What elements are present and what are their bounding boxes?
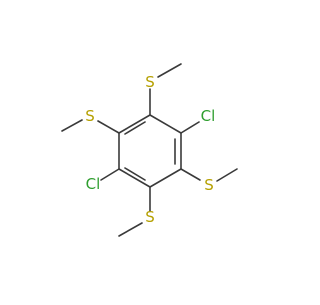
- bonds: [61, 63, 238, 237]
- sulfur-right-label: S: [204, 176, 214, 194]
- ring-bond-4: [118, 168, 151, 188]
- bond-s-methyl-top: [157, 63, 182, 78]
- double-bond-inner-2: [124, 167, 146, 181]
- sulfur-bottom-label: S: [145, 208, 155, 226]
- bond-s-methyl-right: [216, 168, 238, 182]
- sulfur-left-label: S: [85, 107, 95, 125]
- bond-right-cl: [180, 121, 200, 134]
- sulfur-top-label: S: [145, 73, 155, 91]
- bond-s-methyl-left: [61, 119, 83, 132]
- bond-s-methyl-bottom: [118, 222, 143, 237]
- ring-bond-1: [149, 114, 182, 134]
- ring-bond-6: [118, 114, 151, 134]
- double-bond-inner-3: [124, 121, 146, 135]
- ring-bond-3: [149, 168, 182, 188]
- bond-left-s: [97, 120, 120, 134]
- chlorine-right-label: Cl: [201, 107, 216, 125]
- chlorine-left-label: Cl: [86, 175, 101, 193]
- structure-canvas: S S S S Cl Cl: [61, 63, 238, 237]
- molecule-diagram: S S S S Cl Cl: [61, 63, 238, 237]
- bond-right-s: [180, 168, 201, 181]
- atom-labels: S S S S Cl Cl: [85, 73, 215, 226]
- bond-left-cl: [100, 168, 120, 181]
